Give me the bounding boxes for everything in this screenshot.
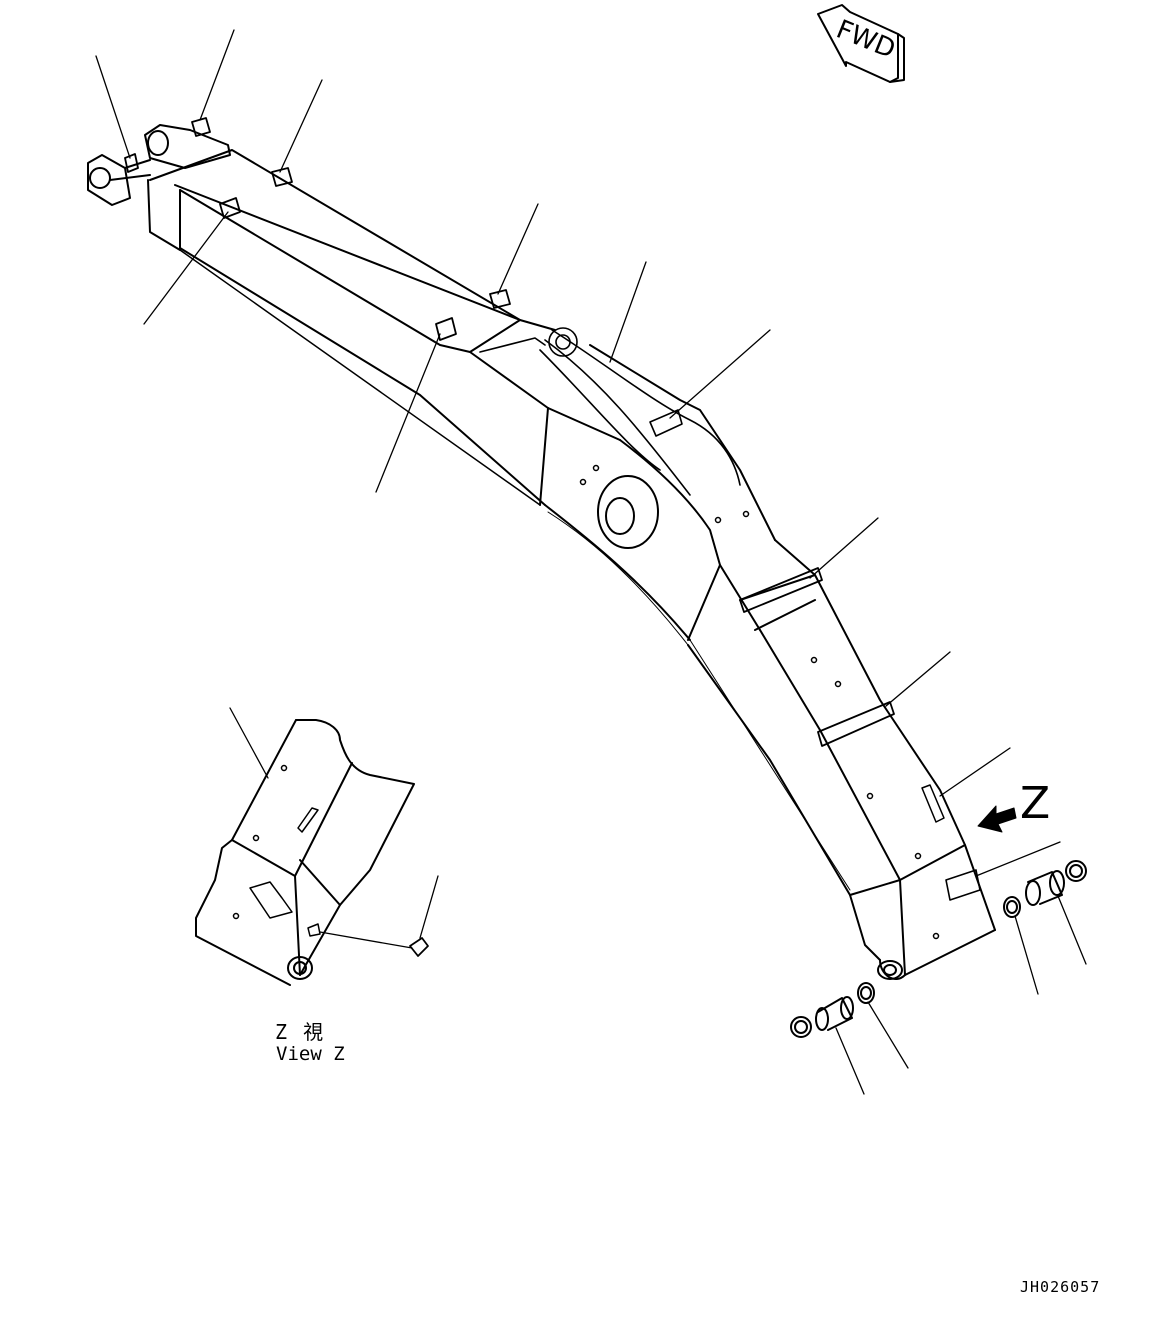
top-clamps <box>124 117 511 341</box>
front-end-bosses <box>87 124 231 206</box>
fwd-arrow: FWD <box>817 4 905 83</box>
grease-fitting <box>945 869 981 901</box>
drawing-id: JH026057 <box>1020 1278 1101 1296</box>
leader-lines <box>95 29 1087 1095</box>
view-caption-en: View Z <box>276 1043 345 1065</box>
pin-parts <box>790 860 1087 1038</box>
name-plate <box>921 784 945 823</box>
view-z-arrow <box>977 805 1017 833</box>
boom-body <box>147 149 996 980</box>
view-z-detail <box>195 707 439 986</box>
band-clamps <box>739 567 895 747</box>
view-caption-jp: Z 視 <box>275 1020 326 1044</box>
pivot-boss <box>597 475 659 549</box>
bolt-marks <box>579 464 940 940</box>
view-marker-label: Z <box>1020 778 1051 829</box>
hose-lines <box>479 327 741 496</box>
